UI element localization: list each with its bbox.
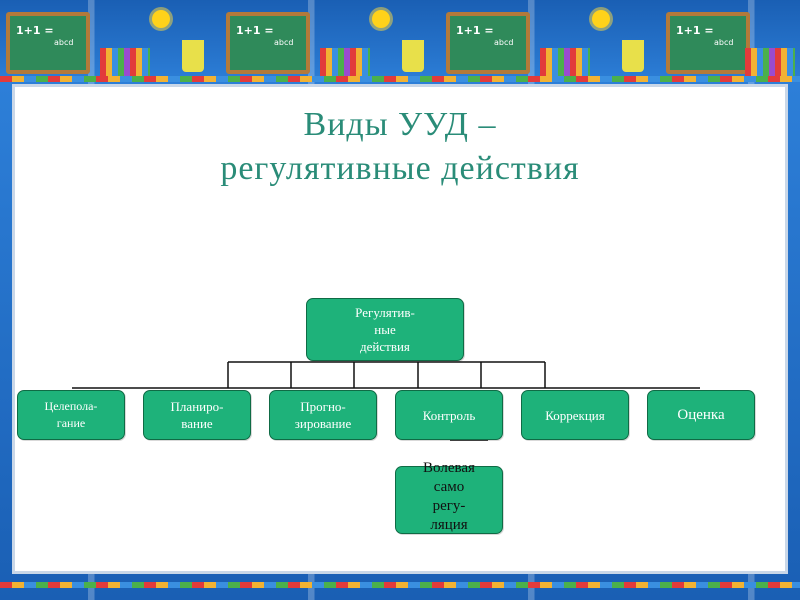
diagram-root-node: Регулятив- ные действия xyxy=(306,298,464,361)
pencils-image xyxy=(540,48,590,78)
decor-strip xyxy=(0,76,800,82)
diagram-node-goal-setting: Целепола- гание xyxy=(17,390,125,440)
diagram-node-self-regulation: Волевая само регу- ляция xyxy=(395,460,503,534)
pencils-image xyxy=(100,48,150,78)
pencil-cup-image xyxy=(622,40,644,72)
pencils-image xyxy=(745,48,795,78)
diagram-node-planning: Планиро- вание xyxy=(143,390,251,440)
pencil-cup-image xyxy=(402,40,424,72)
chalkboard-image: 1+1 =abcd xyxy=(226,12,310,74)
diagram-node-control: Контроль xyxy=(395,390,503,440)
diagram-node-correction: Коррекция xyxy=(521,390,629,440)
chalkboard-image: 1+1 =abcd xyxy=(6,12,90,74)
decor-strip xyxy=(0,582,800,588)
sun-icon xyxy=(592,10,610,28)
slide-title: Виды УУД – xyxy=(303,106,497,143)
sun-icon xyxy=(152,10,170,28)
sun-icon xyxy=(372,10,390,28)
chalkboard-image: 1+1 =abcd xyxy=(446,12,530,74)
diagram-node-forecasting: Прогно- зирование xyxy=(269,390,377,440)
slide-subtitle: регулятивные действия xyxy=(220,150,580,187)
chalkboard-image: 1+1 =abcd xyxy=(666,12,750,74)
pencils-image xyxy=(320,48,370,78)
connector-line xyxy=(227,362,546,388)
pencil-cup-image xyxy=(182,40,204,72)
diagram-node-evaluation: Оценка xyxy=(647,390,755,440)
